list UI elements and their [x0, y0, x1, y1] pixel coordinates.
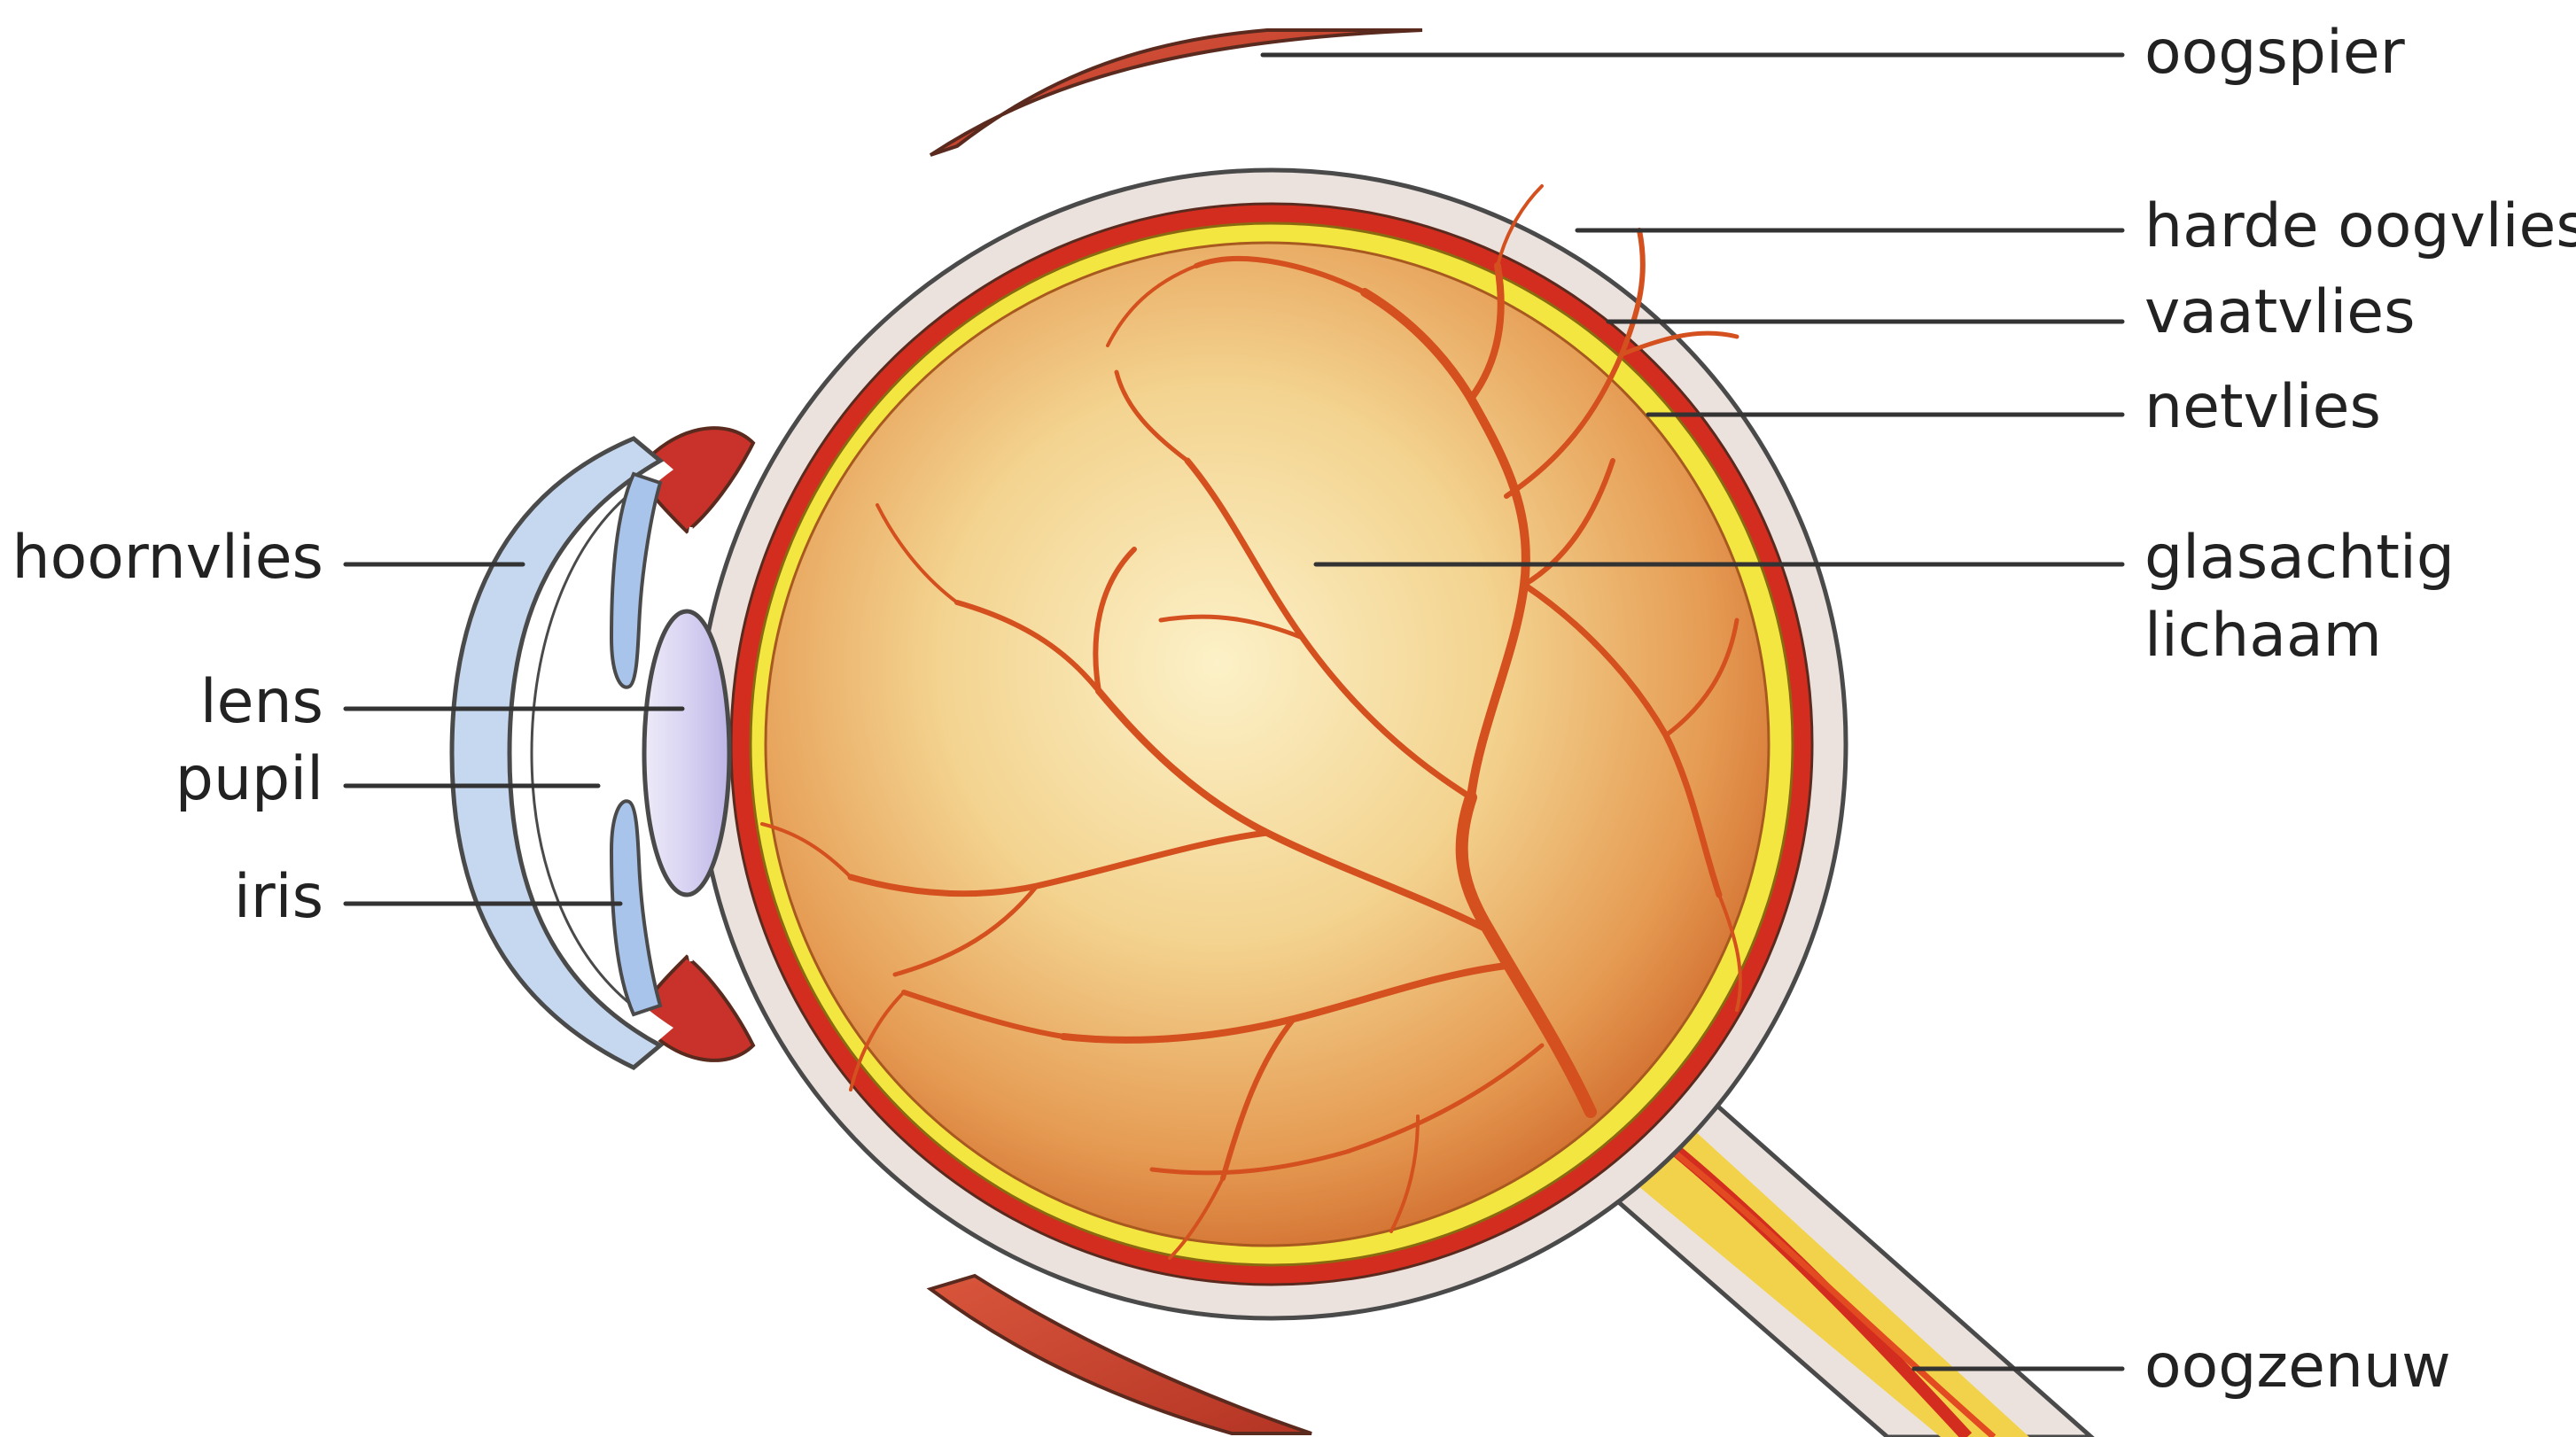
label-harde-oogvlies: harde oogvlies: [2144, 191, 2576, 261]
label-netvlies: netvlies: [2144, 372, 2381, 442]
label-vaatvlies: vaatvlies: [2144, 277, 2416, 347]
vitreous-body: [766, 243, 1769, 1246]
lens-shape: [644, 611, 729, 895]
label-lichaam: lichaam: [2144, 601, 2382, 671]
label-glasachtig: glasachtig: [2144, 523, 2455, 593]
label-oogzenuw: oogzenuw: [2144, 1332, 2451, 1402]
eye-muscle-top: [930, 30, 1422, 155]
label-pupil: pupil: [175, 744, 323, 814]
label-lens: lens: [200, 667, 323, 737]
label-hoornvlies: hoornvlies: [12, 523, 323, 593]
label-iris: iris: [234, 862, 323, 932]
label-oogspier: oogspier: [2144, 18, 2405, 88]
